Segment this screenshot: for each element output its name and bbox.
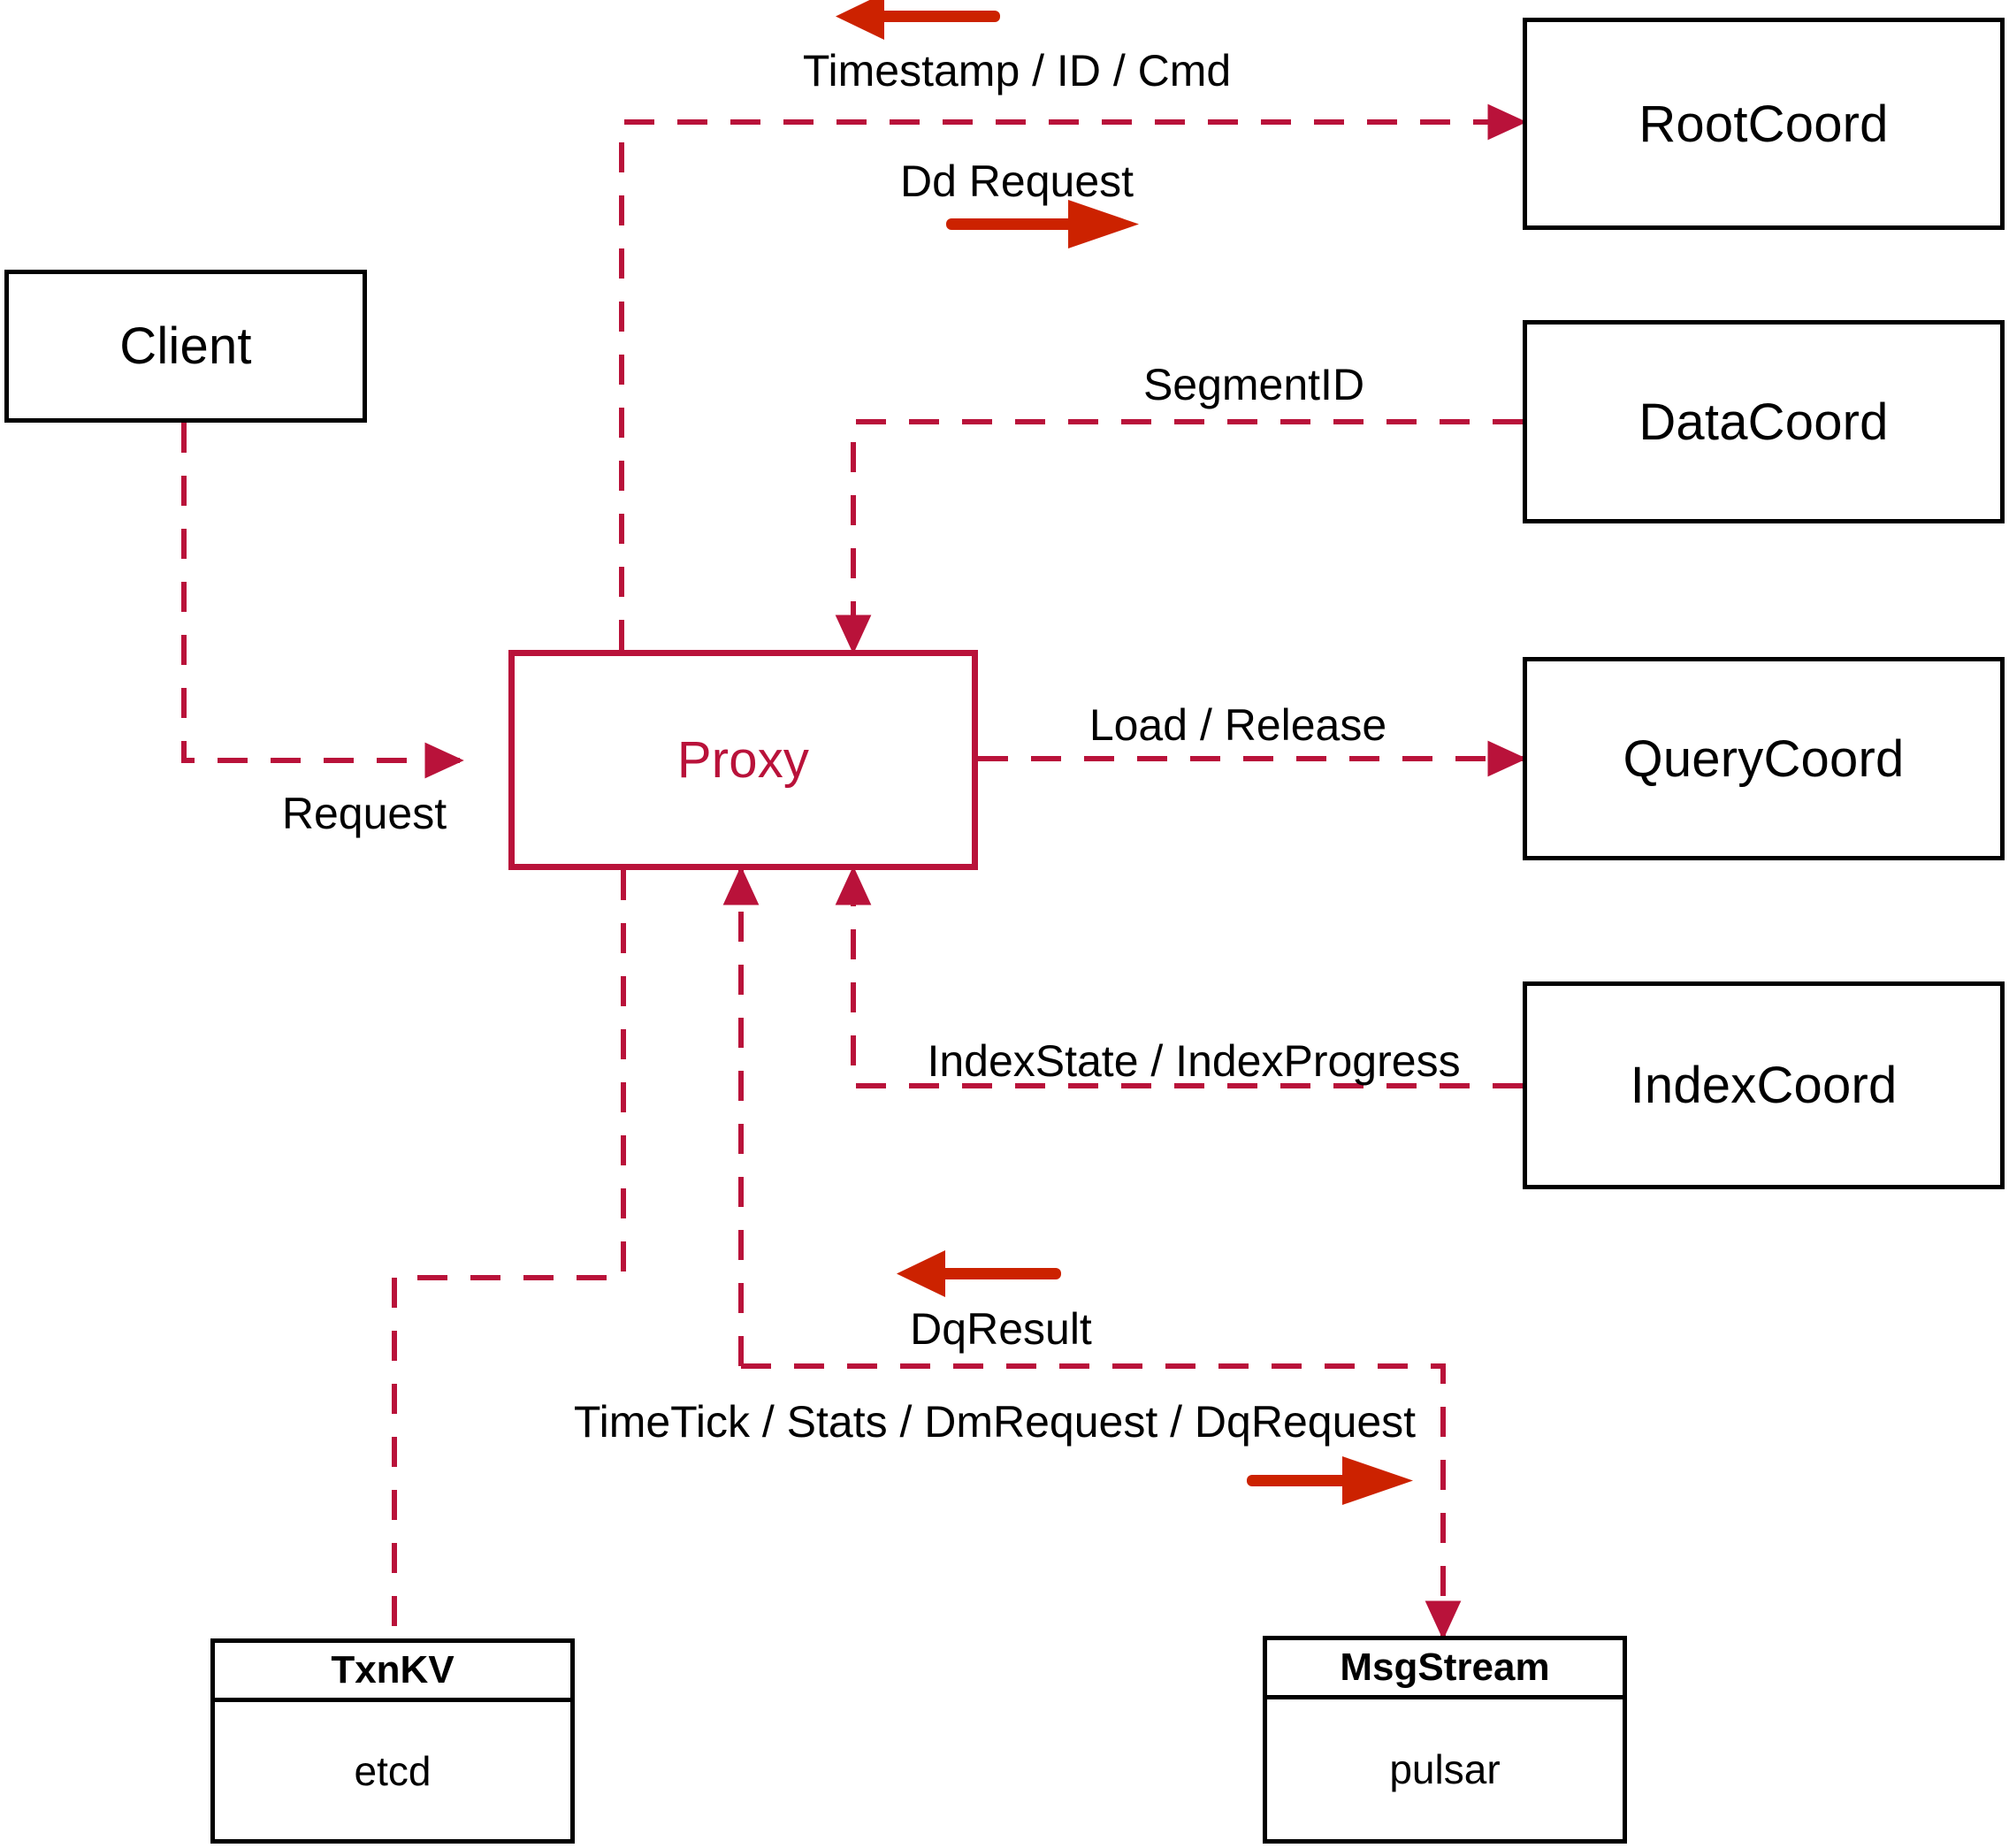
node-proxy-label: Proxy [676, 731, 810, 789]
wire-proxy-to-msgstream [741, 1363, 1462, 1640]
node-indexcoord-label: IndexCoord [1630, 1057, 1898, 1114]
store-msgstream[interactable]: MsgStream pulsar [1263, 1636, 1627, 1844]
annotation-arrow-dq-result [897, 1250, 1061, 1297]
node-indexcoord[interactable]: IndexCoord [1523, 981, 2005, 1189]
edge-label-index-state: IndexState / IndexProgress [927, 1036, 1461, 1086]
annotation-arrow-timestamp [836, 0, 1000, 40]
store-txnkv[interactable]: TxnKV etcd [210, 1638, 575, 1844]
wire-datacoord-to-proxy [835, 419, 1523, 654]
store-msgstream-title: MsgStream [1267, 1640, 1623, 1699]
annotation-arrow-timetick [1247, 1456, 1413, 1505]
store-txnkv-impl: etcd [354, 1747, 432, 1794]
wire-indexcoord-to-proxy [835, 866, 1523, 1088]
node-client-label: Client [119, 317, 252, 375]
edge-label-dd-request: Dd Request [899, 157, 1134, 206]
wire-proxy-to-rootcoord [619, 103, 1527, 650]
edge-label-dq-result: DqResult [910, 1304, 1092, 1354]
node-rootcoord-label: RootCoord [1639, 95, 1889, 153]
wire-proxy-to-txnkv [392, 870, 626, 1638]
edge-label-timetick-stats: TimeTick / Stats / DmRequest / DqRequest [573, 1397, 1417, 1447]
node-datacoord-label: DataCoord [1639, 393, 1889, 451]
node-querycoord-label: QueryCoord [1623, 729, 1905, 788]
store-msgstream-impl: pulsar [1389, 1746, 1501, 1792]
store-txnkv-title: TxnKV [215, 1643, 570, 1702]
edge-label-load-release: Load / Release [1089, 700, 1387, 750]
node-proxy[interactable]: Proxy [508, 650, 978, 870]
node-datacoord[interactable]: DataCoord [1523, 320, 2005, 523]
node-querycoord[interactable]: QueryCoord [1523, 657, 2005, 860]
node-client[interactable]: Client [4, 270, 367, 423]
annotation-arrow-dd-request [946, 200, 1139, 248]
edge-label-timestamp-id-cmd: Timestamp / ID / Cmd [802, 46, 1232, 95]
node-rootcoord[interactable]: RootCoord [1523, 18, 2005, 230]
edge-label-segment-id: SegmentID [1142, 360, 1365, 409]
wire-client-to-proxy [181, 423, 464, 779]
edge-label-request: Request [281, 789, 447, 838]
